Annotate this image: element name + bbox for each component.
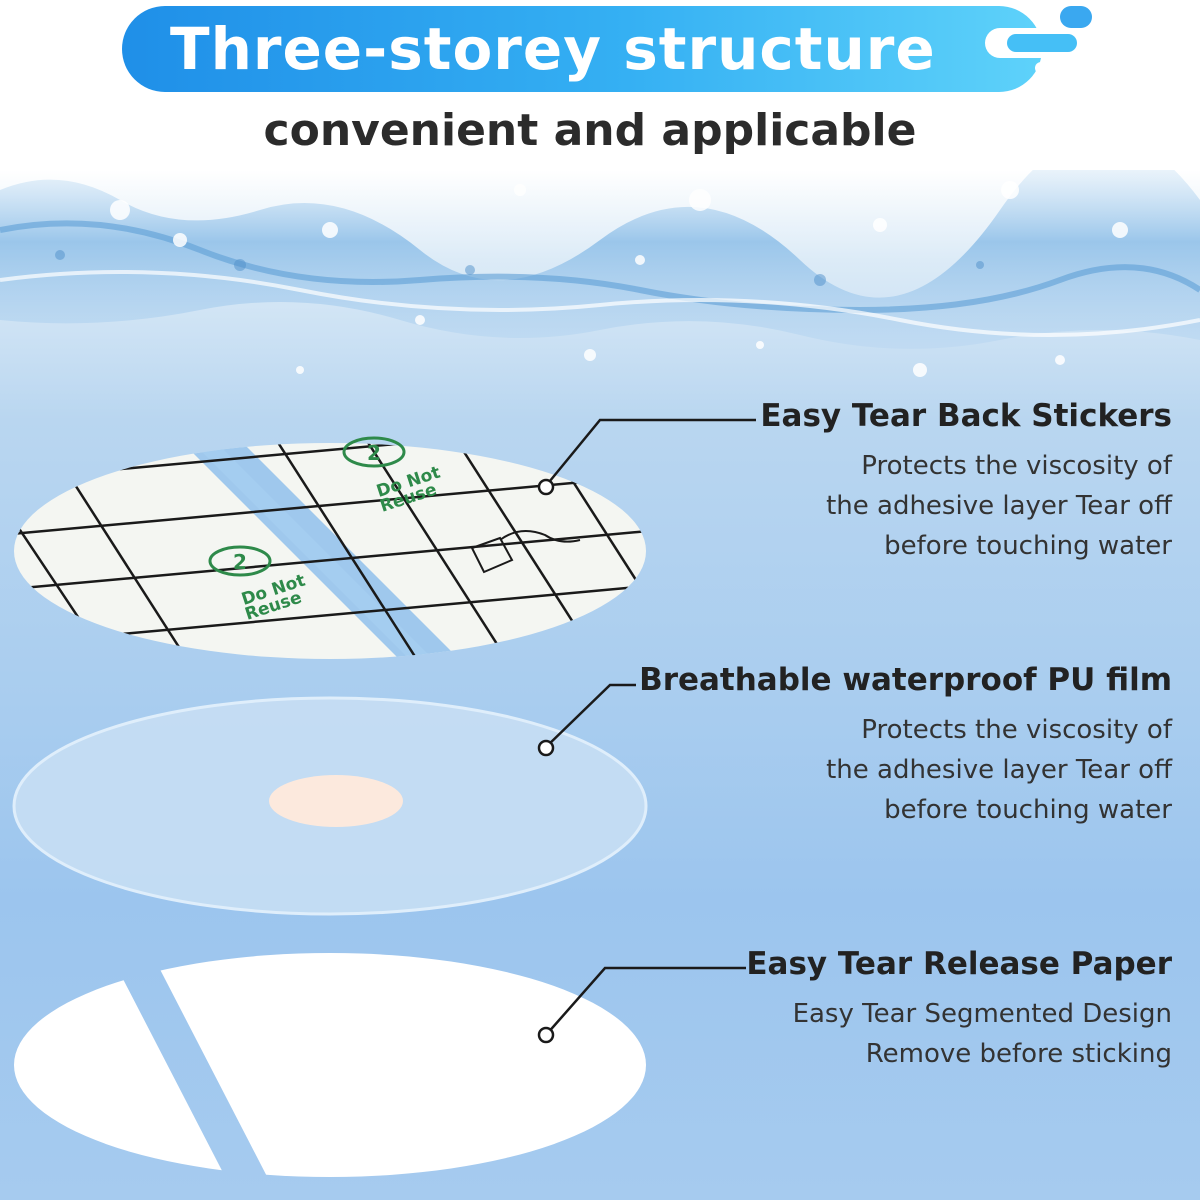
release-paper-illustration (14, 953, 646, 1177)
callout-line: before touching water (884, 795, 1172, 825)
callout-title: Breathable waterproof PU film (639, 662, 1172, 698)
callout-marker-1 (537, 478, 555, 496)
callout-line: the adhesive layer Tear off (826, 755, 1172, 785)
callout-line: Easy Tear Segmented Design (792, 999, 1172, 1029)
callout-title: Easy Tear Back Stickers (760, 398, 1172, 434)
callout-title: Easy Tear Release Paper (746, 946, 1172, 982)
title-banner: Three-storey structure (122, 6, 1042, 92)
callout-back-stickers: Easy Tear Back Stickers Protects the vis… (760, 398, 1172, 566)
callout-pu-film: Breathable waterproof PU film Protects t… (639, 662, 1172, 830)
banner-title: Three-storey structure (170, 15, 936, 83)
svg-text:2: 2 (233, 550, 247, 574)
svg-text:2: 2 (367, 441, 381, 465)
banner-decoration-icon (985, 6, 1092, 74)
water-splash-image (0, 170, 1200, 377)
callout-line: Protects the viscosity of (861, 451, 1172, 481)
callout-release-paper: Easy Tear Release Paper Easy Tear Segmen… (746, 946, 1172, 1074)
callout-line: the adhesive layer Tear off (826, 491, 1172, 521)
water-drop-icon (470, 530, 581, 574)
callout-marker-3 (537, 1026, 555, 1044)
pu-film-illustration (12, 696, 648, 916)
subtitle: convenient and applicable (263, 105, 917, 156)
callout-line: before touching water (884, 531, 1172, 561)
callout-marker-2 (537, 739, 555, 757)
callout-line: Protects the viscosity of (861, 715, 1172, 745)
callout-line: Remove before sticking (865, 1039, 1172, 1069)
